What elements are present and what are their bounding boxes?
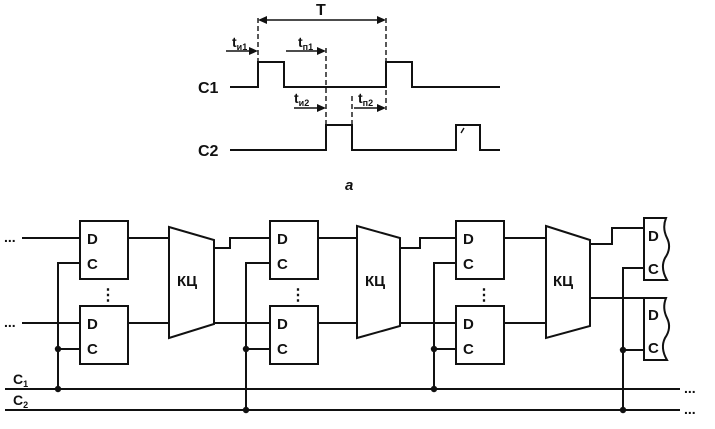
stage-1-trigger-top-d: D [87,231,98,248]
stage-1-clock-top [57,262,80,389]
input-continuation-top: ... [4,229,16,245]
period-arrow-head-right [377,16,386,24]
c2-glitch-mark [460,127,465,134]
t-p1-arrow-head [317,47,326,55]
stage-2-clock-top [245,262,270,410]
c1-waveform [230,61,500,88]
output-trigger-bottom-d: D [648,307,659,324]
stage-2-junction-b [242,406,250,414]
stage-3-trigger-bottom [455,305,505,365]
stage-3-junction-b [430,385,438,393]
clock-bus-c1-label: C1 [13,371,28,389]
stage-3-trigger-top-c: C [463,256,474,273]
t-i2-arrow-head [317,104,326,112]
stage-2-comb-logic [356,224,401,340]
t-p2-label: tп2 [358,90,373,108]
link-2-3-top [400,237,456,249]
output-trigger-bottom [643,297,671,361]
stage-1-junction-a [54,345,62,353]
stage-1: D C D C ⋮ КЦ [54,220,215,393]
stage-1-trigger-top [79,220,129,280]
output-stage: D C D C [619,217,671,414]
c2-signal-label: С2 [198,143,219,160]
period-arrow-head-left [258,16,267,24]
stage-3-junction-a [430,345,438,353]
stage-1-trigger-bottom [79,305,129,365]
t-i2-label: tи2 [294,90,309,108]
stage-2-comb-logic-label: КЦ [365,273,385,290]
stage-3-trigger-bottom-c: C [463,341,474,358]
stage-1-junction-b [54,385,62,393]
t-p2-arrow-head [377,104,386,112]
stage-2-trigger-bottom-c: C [277,341,288,358]
output-trigger-top-c: C [648,261,659,278]
output-trigger-top-d: D [648,228,659,245]
stage-3: D C D C ⋮ КЦ [430,220,591,393]
stage-1-trigger-bottom-d: D [87,316,98,333]
input-continuation-bottom: ... [4,314,16,330]
output-trigger-bottom-c: C [648,340,659,357]
output-clock-top [622,267,644,410]
output-junction-a [619,346,627,354]
stage-2-trigger-bottom-d: D [277,316,288,333]
stage-2-ellipsis: ⋮ [290,287,306,304]
clock-bus-c2-label: C2 [13,392,28,410]
stage-2-trigger-top-c: C [277,256,288,273]
stage-3-trigger-bottom-d: D [463,316,474,333]
link-3-out-top [590,227,644,245]
stage-2-trigger-top [269,220,319,280]
stage-1-trigger-bottom-c: C [87,341,98,358]
schematic: C1 C2 ... ... ... ... D C D C ⋮ [4,217,696,417]
stage-3-comb-logic [545,224,591,340]
t-p1-label: tп1 [298,34,313,52]
clock-bus-c1-continuation: ... [684,380,696,396]
stage-2-trigger-top-d: D [277,231,288,248]
stage-2: D C D C ⋮ КЦ [242,220,401,414]
link-1-2-top [214,237,270,249]
period-label: T [316,2,326,19]
stage-3-clock-top [433,262,456,389]
c1-signal-label: С1 [198,80,219,97]
caption-a: а [345,177,353,194]
c2-waveform [230,124,500,151]
stage-1-comb-logic-label: КЦ [177,273,197,290]
output-junction-b [619,406,627,414]
stage-2-junction-a [242,345,250,353]
timing-diagram: T tи1 tп1 tи2 tп2 С1 С2 а [198,2,500,194]
stage-1-trigger-top-c: C [87,256,98,273]
stage-3-trigger-top [455,220,505,280]
stage-3-comb-logic-label: КЦ [553,273,573,290]
stage-3-trigger-top-d: D [463,231,474,248]
output-trigger-top [643,217,671,281]
stage-2-trigger-bottom [269,305,319,365]
stage-3-ellipsis: ⋮ [476,287,492,304]
t-i1-arrow-head [249,47,258,55]
clock-bus-c2-continuation: ... [684,401,696,417]
stage-1-ellipsis: ⋮ [100,287,116,304]
t-i1-label: tи1 [232,34,247,52]
